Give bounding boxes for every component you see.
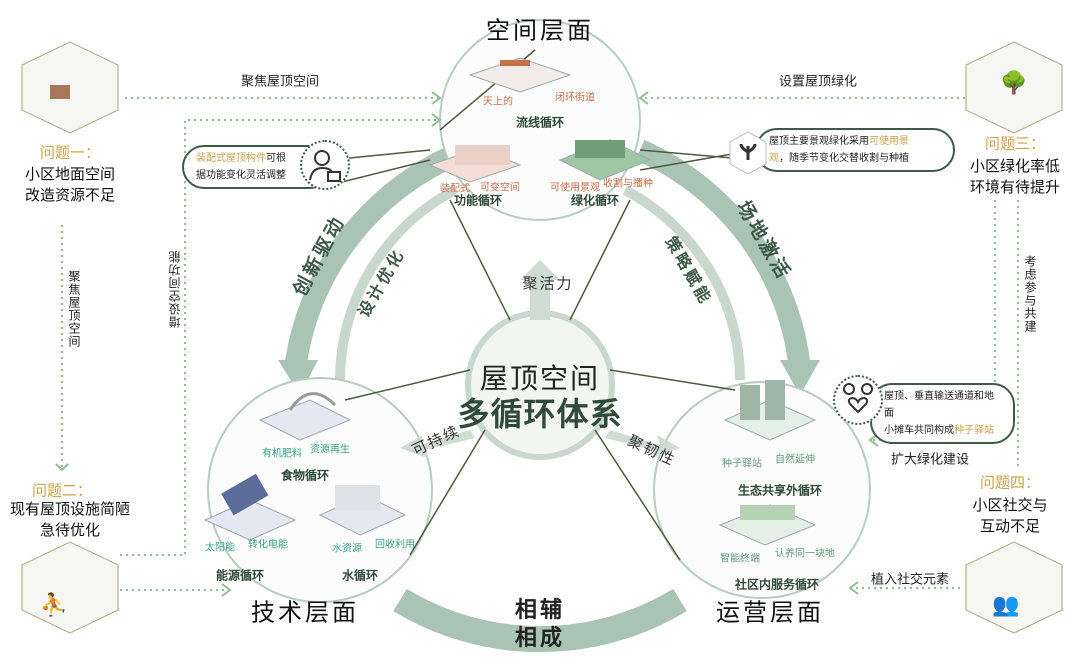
connector-set-greening: 设置屋顶绿化 (778, 74, 858, 90)
chevrons (55, 91, 879, 597)
inner-ring (335, 185, 745, 381)
worker-icon (300, 140, 350, 190)
plant-person-icon (728, 130, 768, 175)
center-arrows (400, 260, 680, 458)
center-title-line2: 多循环体系 (457, 395, 623, 433)
problem-3-text: 小区绿化率低环境有待提升 (969, 157, 1061, 196)
problem-4-text: 小区社交与互动不足 (972, 496, 1048, 535)
chatting-people-icon: 👥 (992, 593, 1019, 618)
arrow-head-left (278, 360, 318, 395)
cycle-function: 功能循环 (453, 193, 503, 208)
building-illustrations (221, 60, 795, 520)
problem-2-text: 现有屋顶设施简陋急待优化 (9, 500, 131, 539)
tag-natural-extension: 自然延伸 (775, 454, 815, 466)
arrow-label-vitality: 聚活力 (522, 274, 574, 293)
connector-add-function: 增设空间功能 (168, 250, 182, 328)
cycle-energy: 能源循环 (215, 568, 265, 583)
tag-resource-regen: 资源再生 (310, 444, 350, 456)
community-heart-icon (833, 375, 883, 425)
connector-focus-roof-vertical: 聚焦屋顶空间 (67, 270, 81, 348)
main-cycle-ring (284, 139, 811, 653)
callout-landscape: 屋顶主要景观绿化采用可使用景观，随季节变化交替收割与种植 (755, 128, 955, 172)
title-space-level: 空间层面 (486, 16, 594, 45)
connector-focus-roof: 聚焦屋顶空间 (240, 74, 320, 90)
tag-loop-street: 闭环街道 (555, 92, 595, 104)
tag-organic-fertilizer: 有机肥料 (262, 448, 302, 460)
cycle-water: 水循环 (341, 568, 379, 583)
tree-person-icon: 🌳 (1000, 69, 1027, 96)
tag-solar: 太阳能 (205, 542, 235, 554)
tag-adopt-plot: 认养同一块地 (775, 548, 835, 560)
problem-3-label: 问题三： (984, 134, 1046, 153)
spoke-lines (329, 49, 756, 561)
callout-seed-station: 屋顶、垂直输送通道和地面小摊车共同构成种子驿站 (870, 383, 1015, 444)
tag-smart-terminal: 智能终端 (720, 553, 760, 565)
ops-circle (653, 381, 871, 599)
tag-prefab: 装配式 (440, 183, 470, 195)
problem-4-label: 问题四： (979, 473, 1041, 492)
arrow-head-right (780, 360, 820, 395)
tag-convert-power: 转化电能 (248, 539, 288, 551)
tag-sky: 天上的 (483, 96, 513, 108)
cycle-food: 食物循环 (280, 468, 330, 483)
connector-social-elements: 植入社交元素 (870, 572, 950, 588)
title-tech-level: 技术层面 (251, 598, 359, 627)
cycle-community-service: 社区内服务循环 (734, 577, 820, 592)
cycle-greening: 绿化循环 (570, 193, 620, 208)
ring-label-complement-1: 相辅 (514, 598, 566, 623)
playground-people-icon: ⛹ (40, 591, 67, 618)
problem-2-label: 问题二： (31, 481, 93, 500)
tag-seed-station: 种子驿站 (722, 458, 762, 470)
tag-recycle: 回收利用 (375, 539, 415, 551)
connector-expand-greening: 扩大绿化建设 (890, 452, 970, 468)
ring-label-complement-2: 相成 (514, 626, 566, 651)
tag-harvest-sow: 收割与播种 (603, 178, 653, 190)
problem-cubes (21, 41, 1063, 634)
title-ops-level: 运营层面 (716, 598, 824, 627)
tag-water-resource: 水资源 (332, 543, 362, 555)
tag-usable-landscape: 可使用景观 (550, 182, 600, 194)
tech-circle (207, 377, 433, 603)
furniture-icon (50, 85, 70, 99)
problem-1-label: 问题一： (39, 143, 101, 162)
tag-variable-space: 可变空间 (480, 182, 520, 194)
cycle-circulation: 流线循环 (515, 115, 565, 130)
center-title-line1: 屋顶空间 (479, 362, 601, 395)
cycle-eco-share: 生态共享外循环 (737, 483, 823, 498)
connector-participate: 考虑参与共建 (1023, 255, 1037, 333)
problem-1-text: 小区地面空间改造资源不足 (24, 165, 116, 204)
